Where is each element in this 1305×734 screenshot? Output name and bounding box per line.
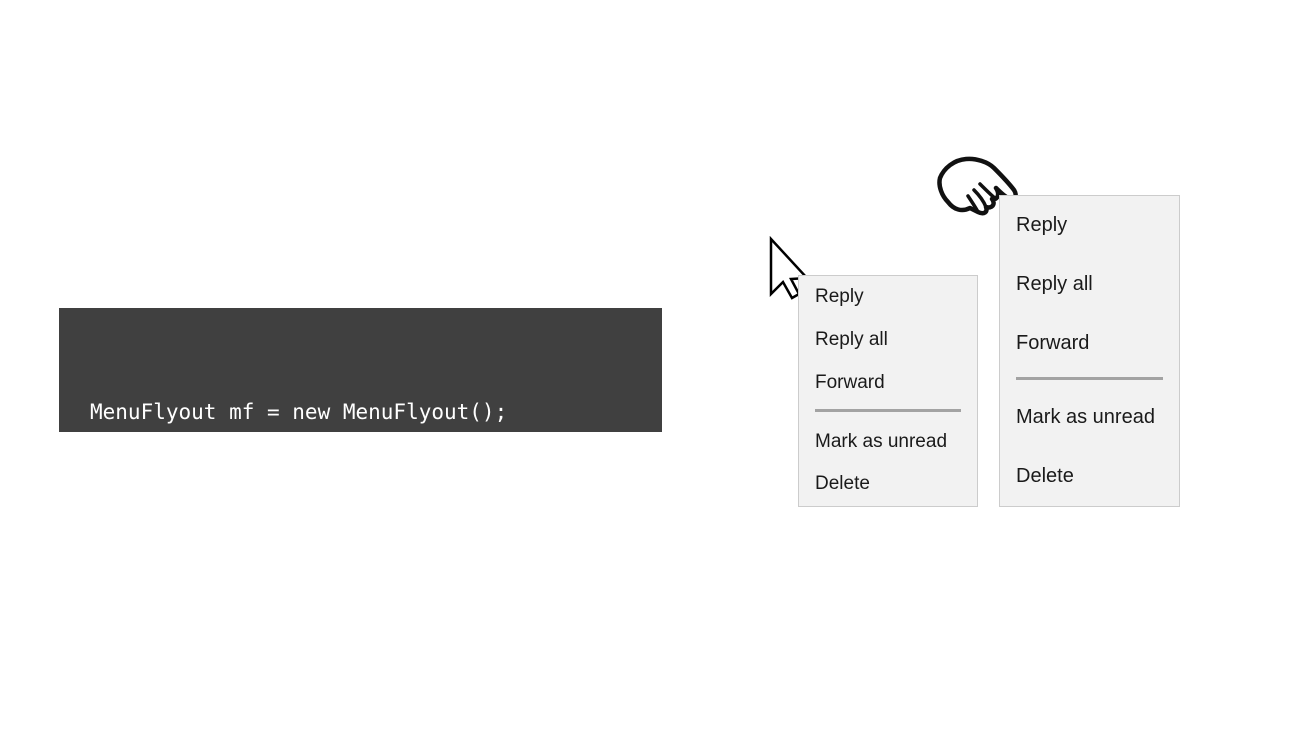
menu-separator [1016, 377, 1163, 380]
menu-item-forward[interactable]: Forward [815, 372, 885, 393]
menu-item-mark-as-unread[interactable]: Mark as unread [1016, 406, 1155, 428]
menu-item-reply-all[interactable]: Reply all [815, 329, 888, 350]
menu-item-mark-as-unread[interactable]: Mark as unread [815, 431, 948, 452]
code-line: mf.ShowAt(sender, e.GetPosition(sender))… [90, 484, 609, 508]
touch-context-menu: Reply Reply all Forward Mark as unread D… [999, 195, 1180, 507]
menu-separator [815, 409, 961, 412]
code-block: MenuFlyout mf = new MenuFlyout(); mf.Sho… [59, 308, 662, 508]
mouse-context-menu: Reply Reply all Forward Mark as unread D… [798, 275, 978, 507]
menu-item-reply[interactable]: Reply [815, 286, 864, 307]
menu-item-reply-all[interactable]: Reply all [1016, 273, 1093, 295]
menu-item-delete[interactable]: Delete [1016, 465, 1074, 487]
hand-pointer-icon [937, 156, 1018, 216]
menu-item-forward[interactable]: Forward [1016, 332, 1090, 354]
menu-item-reply[interactable]: Reply [1016, 214, 1068, 236]
menu-item-delete[interactable]: Delete [815, 473, 870, 494]
code-line: MenuFlyout mf = new MenuFlyout(); [90, 400, 508, 424]
